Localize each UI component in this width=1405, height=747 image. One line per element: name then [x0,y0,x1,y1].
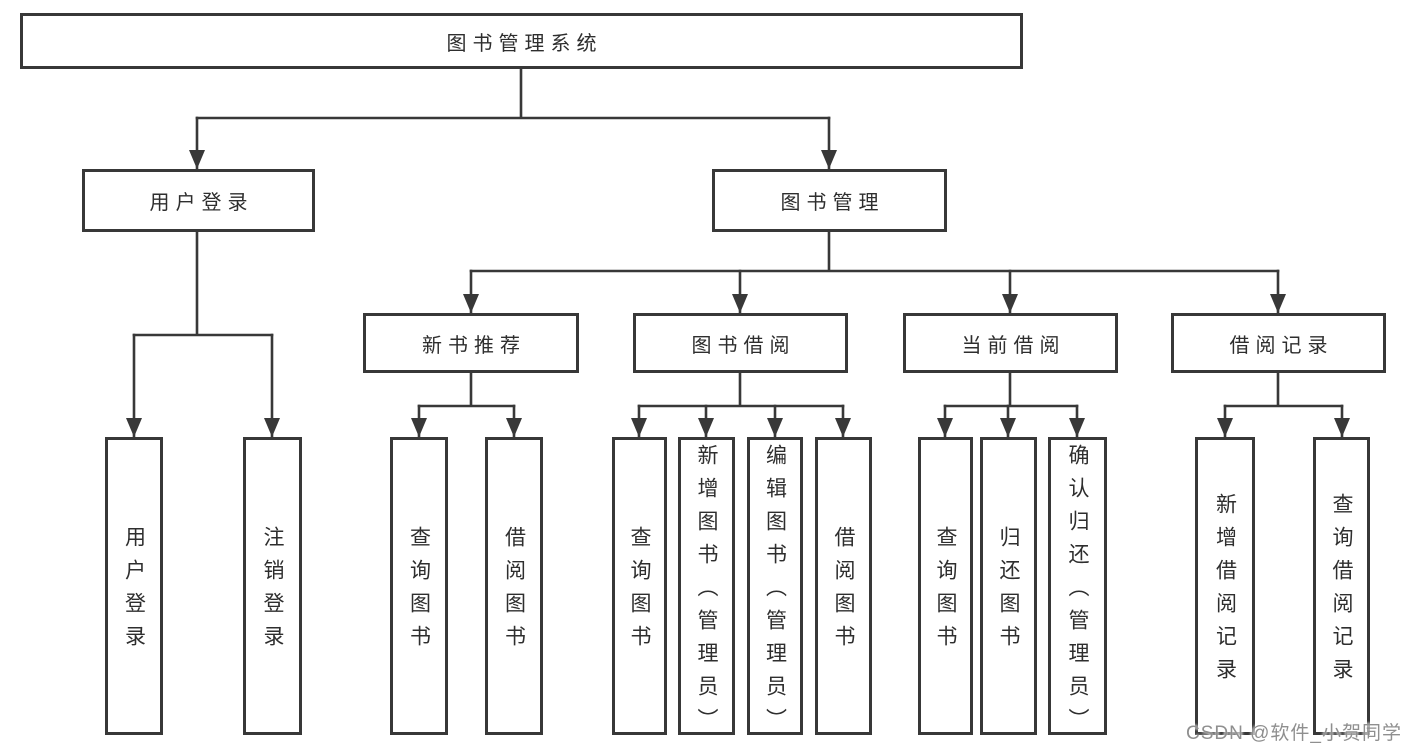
leaf-label: 查询图书 [628,526,651,658]
watermark-text: CSDN @软件_小贺同学 [1186,723,1402,744]
connector-line [637,371,845,408]
node-label: 当前借阅 [961,334,1066,357]
leaf-label: 新增借阅记录 [1213,493,1237,691]
leaf-label: 编辑图书（管理员） [763,443,787,741]
leaf-query-borrow-record: 查询借阅记录 [1313,437,1370,735]
leaf-borrow-books: 借阅图书 [485,437,543,735]
leaf-query-books-2: 查询图书 [612,437,667,735]
node-label: 新书推荐 [422,334,526,357]
connector-line [417,371,516,408]
node-label: 图书管理 [780,192,885,214]
node-label: 借阅记录 [1229,334,1334,357]
leaf-borrow-books-2: 借阅图书 [815,437,872,735]
leaf-label: 查询借阅记录 [1330,493,1353,691]
leaf-label: 归还图书 [997,526,1020,658]
leaf-add-book-admin: 新增图书（管理员） [678,437,735,741]
connector-trunks [132,67,1344,408]
leaf-add-borrow-record: 新增借阅记录 [1195,437,1255,735]
leaf-confirm-return-admin: 确认归还（管理员） [1048,437,1107,741]
node-library-management-system: 图书管理系统 [20,13,1023,69]
connector-line [132,230,274,337]
node-book-management: 图书管理 [712,169,947,232]
node-user-login: 用户登录 [82,169,315,232]
leaf-label: 借阅图书 [832,526,855,658]
connector-line [943,371,1079,408]
leaf-query-books: 查询图书 [390,437,448,735]
leaf-label: 查询图书 [407,526,431,658]
leaf-label: 新增图书（管理员） [695,443,718,741]
leaf-return-book: 归还图书 [980,437,1037,735]
leaf-logout: 注销登录 [243,437,302,735]
leaf-label: 借阅图书 [502,526,526,658]
node-book-borrowing: 图书借阅 [633,313,848,373]
leaf-label: 查询图书 [934,526,957,658]
leaf-user-login: 用户登录 [105,437,163,735]
connector-line [195,67,831,120]
node-label: 图书管理系统 [446,32,603,55]
node-current-borrowing: 当前借阅 [903,313,1118,373]
node-new-book-recommendation: 新书推荐 [363,313,579,373]
leaf-label: 用户登录 [122,526,146,658]
connector-arrows [126,116,1350,439]
node-label: 用户登录 [149,192,254,214]
leaf-label: 注销登录 [261,526,284,658]
connector-line [1223,371,1344,408]
node-label: 图书借阅 [691,334,796,357]
leaf-edit-book-admin: 编辑图书（管理员） [747,437,803,741]
leaf-label: 确认归还（管理员） [1066,443,1089,741]
leaf-query-books-3: 查询图书 [918,437,973,735]
connector-line [469,230,1280,273]
node-borrowing-records: 借阅记录 [1171,313,1386,373]
